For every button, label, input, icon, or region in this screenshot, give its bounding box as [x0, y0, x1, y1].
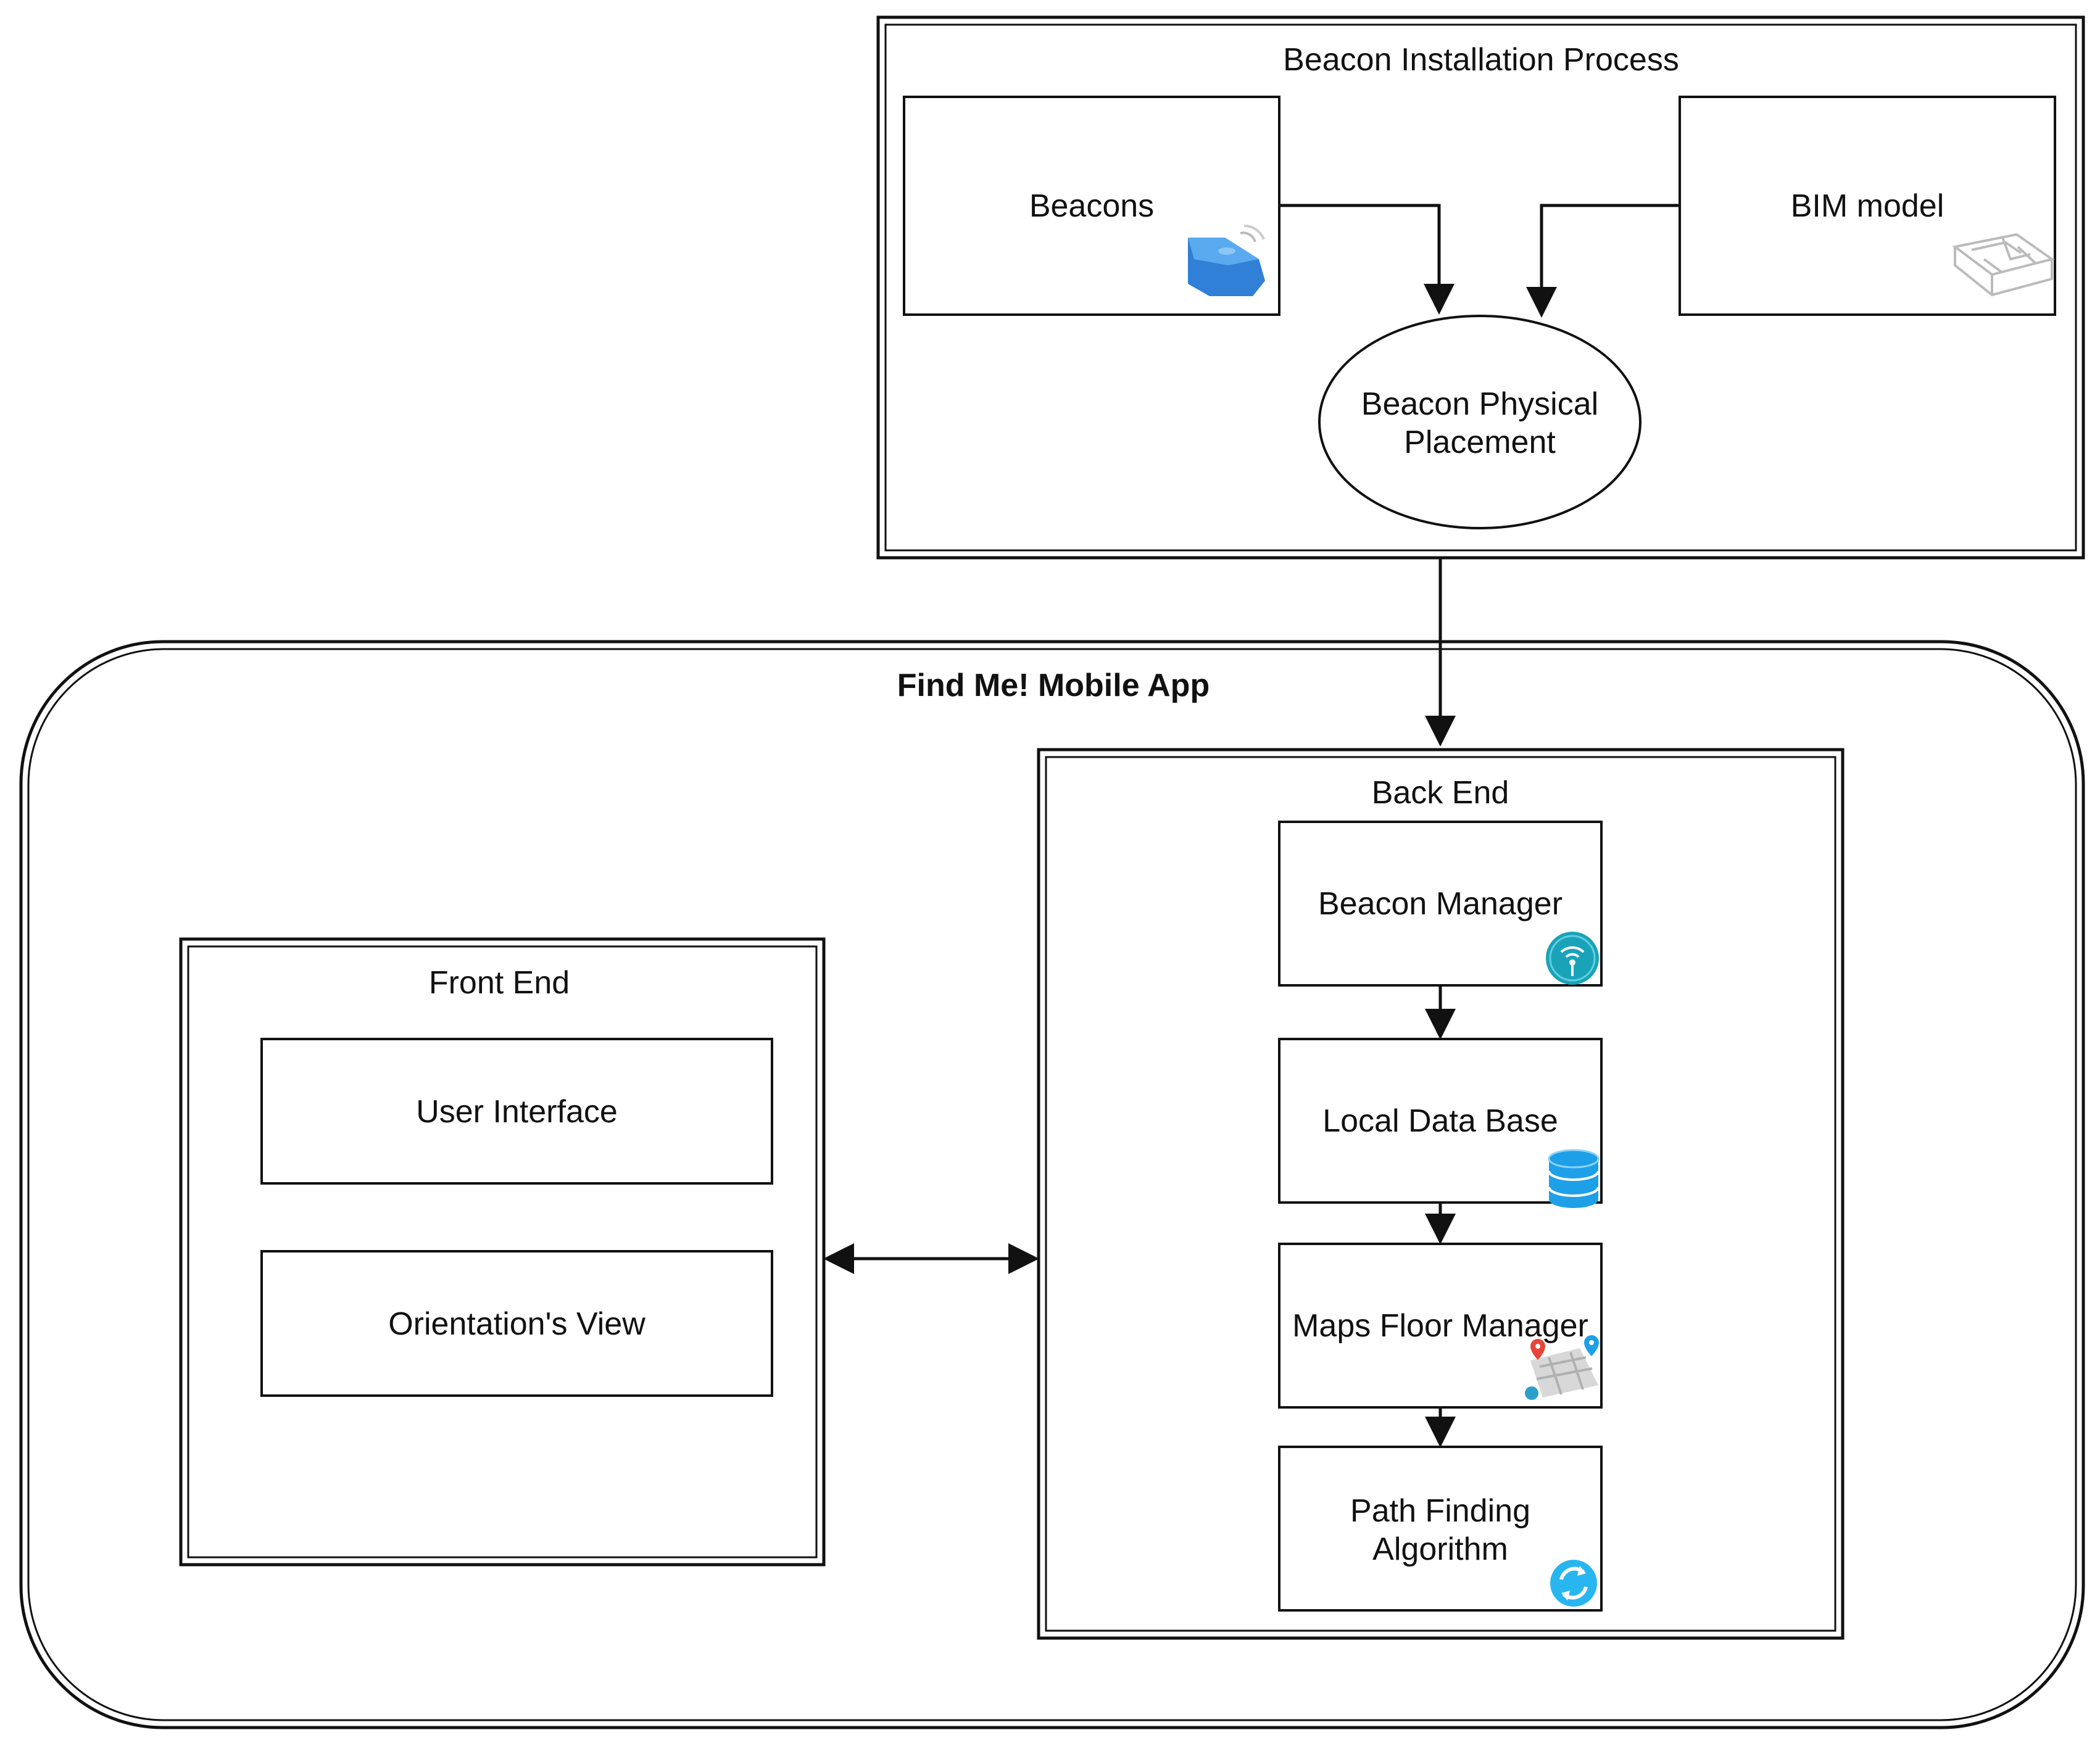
front-end-title: Front End	[428, 965, 570, 1001]
installation-process-title: Beacon Installation Process	[1283, 42, 1679, 78]
user-interface-box	[260, 1038, 773, 1185]
refresh-icon	[1550, 1560, 1597, 1607]
map-pins-icon	[1525, 1335, 1599, 1400]
back-end-title: Back End	[1371, 775, 1509, 811]
local-data-base-label: Local Data Base	[1322, 1103, 1558, 1139]
installation-process-container	[876, 15, 2085, 560]
orientation-view-label: Orientation's View	[388, 1306, 645, 1342]
placement-label-line1: Beacon Physical	[1361, 386, 1599, 422]
bim-floorplan-icon	[1952, 233, 2055, 297]
bim-model-label: BIM model	[1790, 188, 1944, 224]
mobile-app-title: Find Me! Mobile App	[897, 668, 1210, 703]
path-finding-label-line1: Path Finding	[1350, 1493, 1530, 1529]
path-finding-box	[1278, 1446, 1603, 1612]
maps-floor-manager-label: Maps Floor Manager	[1292, 1308, 1588, 1344]
orientation-view-box	[260, 1250, 773, 1397]
back-end-container	[1037, 748, 1845, 1640]
bim-to-placement-arrow	[1526, 204, 1680, 318]
wifi-signal-icon	[1546, 932, 1599, 985]
beacon-placement-ellipse	[1318, 315, 1641, 529]
local-data-base-box	[1278, 1038, 1603, 1204]
beacons-label: Beacons	[1029, 188, 1155, 224]
path-finding-label-line2: Algorithm	[1372, 1531, 1508, 1567]
bluetooth-beacon-icon	[1188, 224, 1265, 296]
mobile-app-container	[19, 640, 2085, 1729]
user-interface-label: User Interface	[416, 1094, 618, 1130]
beacons-to-placement-arrow	[1279, 204, 1455, 315]
placement-label-line2: Placement	[1404, 424, 1556, 460]
beacon-manager-label: Beacon Manager	[1318, 886, 1563, 922]
database-icon	[1548, 1149, 1600, 1208]
